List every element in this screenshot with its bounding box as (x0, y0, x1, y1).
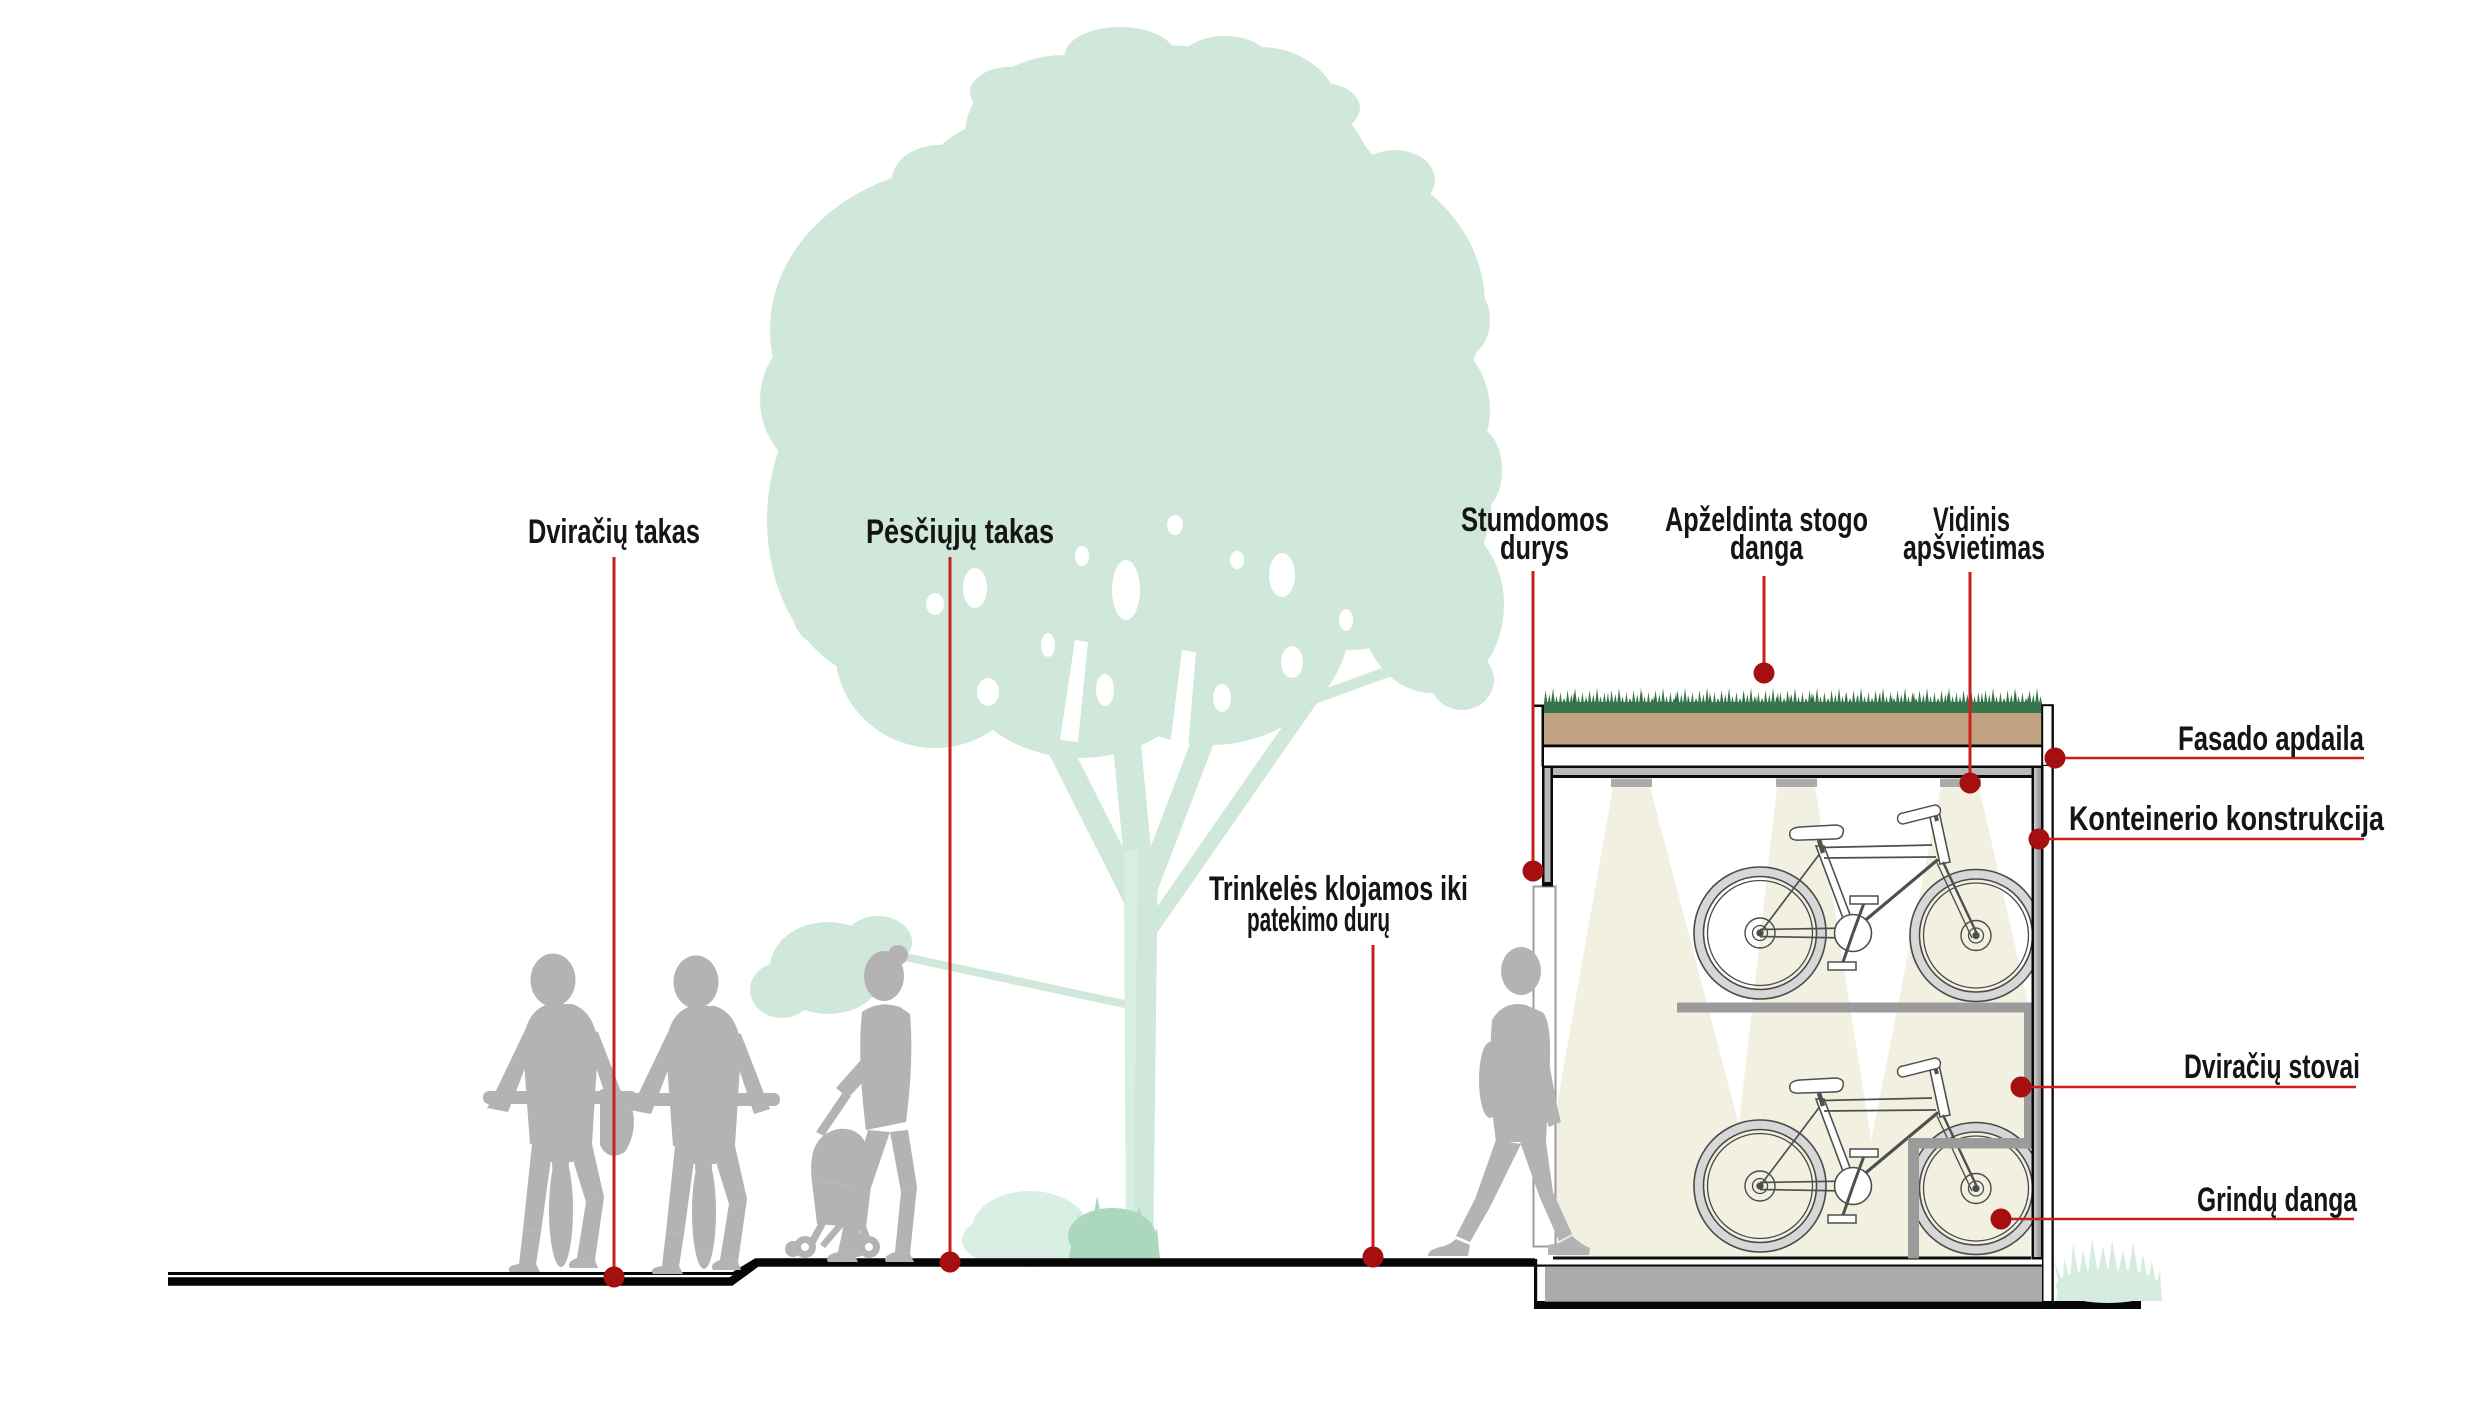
svg-text:Fasado apdaila: Fasado apdaila (2178, 720, 2365, 758)
svg-text:Apželdinta stogo: Apželdinta stogo (1665, 501, 1868, 539)
svg-text:Dviračių stovai: Dviračių stovai (2184, 1048, 2360, 1086)
svg-text:Konteinerio konstrukcija: Konteinerio konstrukcija (2069, 800, 2385, 838)
svg-text:Trinkelės klojamos iki: Trinkelės klojamos iki (1209, 870, 1468, 908)
svg-text:danga: danga (1730, 529, 1804, 567)
svg-text:durys: durys (1500, 529, 1569, 567)
svg-text:patekimo durų: patekimo durų (1247, 901, 1390, 939)
svg-text:Pėsčiųjų takas: Pėsčiųjų takas (866, 513, 1054, 551)
svg-text:Grindų danga: Grindų danga (2197, 1181, 2358, 1219)
svg-text:Vidinis: Vidinis (1933, 501, 2010, 539)
svg-text:Stumdomos: Stumdomos (1461, 501, 1609, 539)
svg-text:Dviračių takas: Dviračių takas (528, 513, 700, 551)
svg-text:apšvietimas: apšvietimas (1903, 529, 2045, 567)
